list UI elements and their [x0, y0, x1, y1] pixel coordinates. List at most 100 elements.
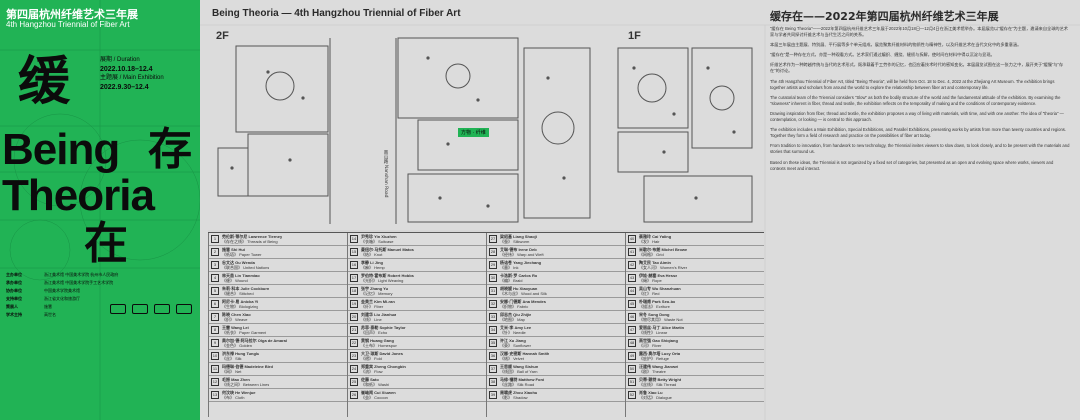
item-text: 黄钢 Huang Gang《土布》 Homespun [361, 338, 397, 348]
artwork-title: 《茧》 Cocoon [361, 395, 388, 400]
artist-name: 马修·福特 Matthew Ford [500, 377, 545, 382]
artist-name: 苏菲·泰勒 Sophie Taylor [361, 325, 406, 330]
item-text: 艾米·李 Amy Lee《针》 Needle [500, 325, 531, 335]
item-text: 王思顺 Wang Sishun《线团》 Ball of Yarn [500, 364, 538, 374]
item-number: 1 [211, 235, 219, 243]
item-number: 29 [489, 261, 497, 269]
artist-name: 露西·奥尔塔 Lucy Orta [639, 351, 681, 356]
artwork-title: 《发》 Hair [639, 239, 660, 244]
item-text: 阿尼卡·易 Anicka Yi《生物》 Biologizing [222, 299, 258, 309]
item-number: 37 [489, 365, 497, 373]
credit-key: 策展人 [6, 304, 18, 309]
item-text: 陶艾民 Tao Aimin《女人河》 Women's River [639, 260, 687, 270]
logo-icon [176, 304, 192, 314]
artist-name: 伊娃·赫塞 Eva Hesse [639, 273, 678, 278]
item-text: 肖鲁 Xiao Lu《对话》 Dialogue [639, 390, 672, 400]
artist-name: 罗伯特·霍布斯 Robert Hobbs [361, 273, 414, 278]
item-number: 32 [489, 300, 497, 308]
artwork-title: 《丝》 Silk [222, 356, 242, 361]
item-text: 艾琳·德布 Irene Deb《经纬》 Warp and Weft [500, 247, 544, 257]
item-number: 31 [489, 287, 497, 295]
artwork-title: 《布》 Cloth [222, 395, 245, 400]
credit-row: 策展人施慧 [6, 304, 196, 310]
item-number: 45 [628, 300, 636, 308]
artist-name: 崔岫闻 Cui Xiuwen [361, 390, 396, 395]
item-number: 36 [489, 352, 497, 360]
artwork-title: 《生物》 Biologizing [222, 304, 259, 309]
item-text: 陈晓 Chen Xiao《织》 Weave [222, 312, 251, 322]
artist-name: 尹秀珍 Yin Xiuzhen [361, 234, 397, 239]
big-char-zai: 在 [84, 218, 128, 269]
artwork-title: 《墨》 Ink [500, 265, 519, 270]
item-text: 施慧 Shi Hui《纸塔》 Paper Tower [222, 247, 262, 257]
item-text: 毛振 Mao Zhen《线之间》 Between Lines [222, 377, 269, 387]
credit-row: 承办单位浙江美术馆 中国美术学院手工艺术学院 [6, 280, 196, 286]
item-text: 金美兰 Kim Mi-ran《纤》 Fiber [361, 299, 395, 309]
item-text: 尹秀珍 Yin Xiuzhen《衣箱》 Suitcase [361, 234, 397, 244]
item-number: 42 [628, 261, 636, 269]
credit-key: 协办单位 [6, 288, 22, 293]
artwork-title: 《线团》 Ball of Yarn [500, 369, 538, 374]
item-number: 10 [211, 352, 219, 360]
artist-name: 汪建伟 Wang Jianwei [639, 364, 679, 369]
artist-name: 肖鲁 Xiao Lu [639, 390, 663, 395]
credit-row: 学术主持高世名 [6, 312, 196, 318]
floor-label-1f: 1F [628, 30, 641, 42]
item-text: 米歇尔·布朗 Michel Brown《网格》 Grid [639, 247, 687, 257]
artist-name: 黄钢 Huang Gang [361, 338, 394, 343]
poster-panel: 第四届杭州纤维艺术三年展 4th Hangzhou Triennial of F… [0, 0, 200, 420]
item-text: 苏菲·泰勒 Sophie Taylor《回声》 Echo [361, 325, 406, 335]
artist-name: 王思顺 Wang Sishun [500, 364, 539, 369]
item-text: 李静 Li Jing《麻》 Hemp [361, 260, 385, 270]
artist-name: 汉娜·史密斯 Hannah Smith [500, 351, 550, 356]
item-number: 11 [211, 365, 219, 373]
item-number: 35 [489, 339, 497, 347]
item-text: 劳伦斯·蒂尔尼 Lawrence Tierney《存在之线》 Threads o… [222, 234, 282, 244]
artwork-title: 《联合国》 United Nations [222, 265, 270, 270]
item-number: 6 [211, 300, 219, 308]
artist-name: 梁绍基 Liang Shaoji [500, 234, 537, 239]
map-panel: Being Theoria — 4th Hangzhou Triennial o… [200, 0, 1080, 420]
description-paragraph: The exhibition includes a Main Exhibitio… [770, 127, 1067, 139]
item-number: 9 [211, 339, 219, 347]
item-text: 安娜·门德斯 Ana Mendes《织物》 Fabric [500, 299, 546, 309]
credit-row: 协办单位中国美术学院美术馆 [6, 288, 196, 294]
description-paragraph: “缓存在 Being Theoria”——2022年第四届杭州纤维艺术三年展于2… [770, 26, 1068, 38]
artwork-title: 《网格》 Grid [639, 252, 664, 257]
item-text: 吴山专 Wu Shanzhuan《红》 Red [639, 286, 681, 296]
item-number: 49 [628, 352, 636, 360]
item-text: 刘建华 Liu Jianhua《线》 Line [361, 312, 396, 322]
item-number: 48 [628, 339, 636, 347]
item-text: 梁绍基 Liang Shaoji《蚕》 Silkworm [500, 234, 537, 244]
item-number: 38 [489, 378, 497, 386]
item-text: 郑重宾 Zheng Chongbin《流》 Flow [361, 364, 406, 374]
item-number: 28 [489, 248, 497, 256]
artwork-title: 《编》 Braid [500, 278, 523, 283]
credit-key: 主办单位 [6, 272, 22, 277]
artist-name: 郑重宾 Zheng Chongbin [361, 364, 406, 369]
description-text: “缓存在 Being Theoria”——2022年第四届杭州纤维艺术三年展于2… [770, 26, 1070, 412]
artist-name: 阿尼卡·易 Anicka Yi [222, 299, 259, 304]
